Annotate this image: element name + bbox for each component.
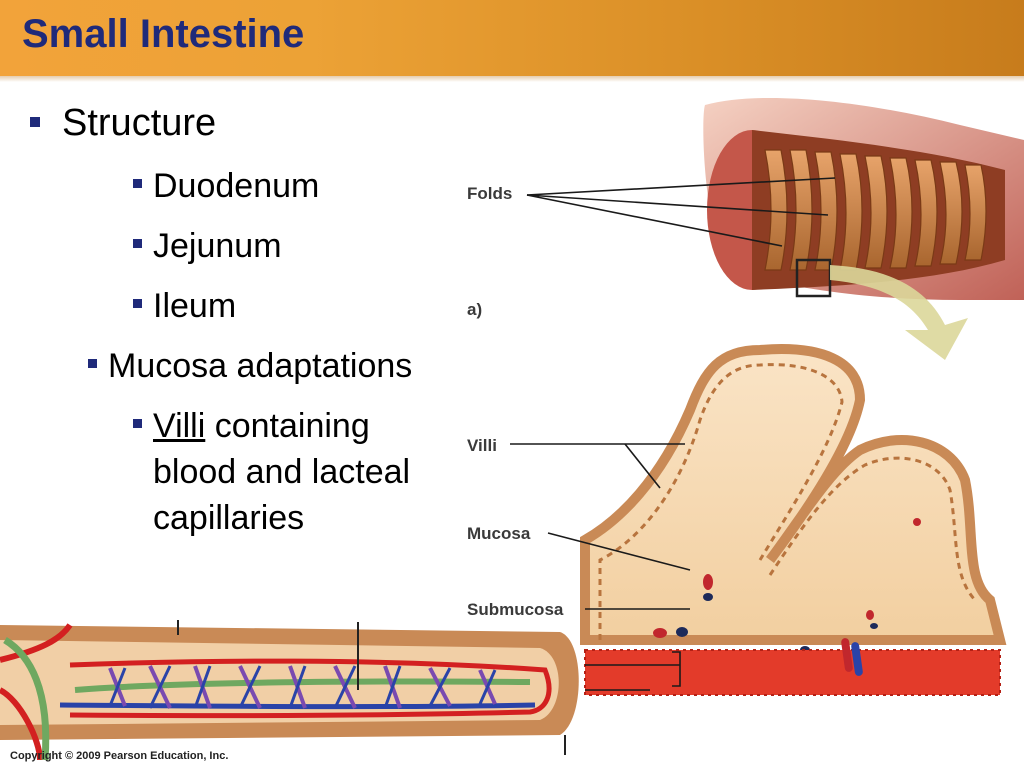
- bullet-text-line-3: capillaries: [153, 499, 305, 537]
- label-mucosa: Mucosa: [467, 524, 531, 543]
- bullet-text: Ileum: [153, 287, 237, 325]
- bullet-villi: Villi containing blood and lacteal capil…: [133, 403, 411, 541]
- bullet-square-icon: [30, 117, 40, 127]
- copyright-notice: Copyright © 2009 Pearson Education, Inc.: [10, 750, 229, 762]
- bullet-square-icon: [133, 239, 142, 248]
- slide-title: Small Intestine: [22, 12, 305, 56]
- bullet-mucosa-adaptations: Mucosa adaptations: [88, 343, 413, 389]
- bullet-text: Mucosa adaptations: [108, 347, 413, 385]
- bullet-square-icon: [88, 359, 97, 368]
- villi-illustration: [580, 344, 1007, 696]
- title-bar: [0, 0, 1024, 76]
- bullet-text: Jejunum: [153, 227, 282, 265]
- bullet-text: containing: [205, 407, 370, 445]
- intestine-tube-illustration: [703, 97, 1024, 360]
- label-leader-lines: [510, 177, 836, 691]
- bullet-text: Duodenum: [153, 167, 320, 205]
- villi-term: Villi: [153, 407, 206, 445]
- label-panel-a: a): [467, 300, 483, 319]
- label-villi: Villi: [467, 436, 497, 455]
- bullet-text-line-2: blood and lacteal: [153, 453, 411, 491]
- bullet-structure: Structure: [30, 100, 217, 146]
- bullet-ileum: Ileum: [133, 283, 237, 329]
- label-folds: Folds: [467, 184, 513, 203]
- bullet-square-icon: [133, 299, 142, 308]
- bullet-square-icon: [133, 179, 142, 188]
- bullet-text: Structure: [62, 102, 217, 144]
- bullet-square-icon: [133, 419, 142, 428]
- villus-detail-illustration: [0, 620, 579, 761]
- zoom-arrow-icon: [830, 265, 968, 360]
- title-bar-shadow: [0, 76, 1024, 82]
- bullet-jejunum: Jejunum: [133, 223, 282, 269]
- label-submucosa: Submucosa: [467, 600, 564, 619]
- bullet-duodenum: Duodenum: [133, 163, 320, 209]
